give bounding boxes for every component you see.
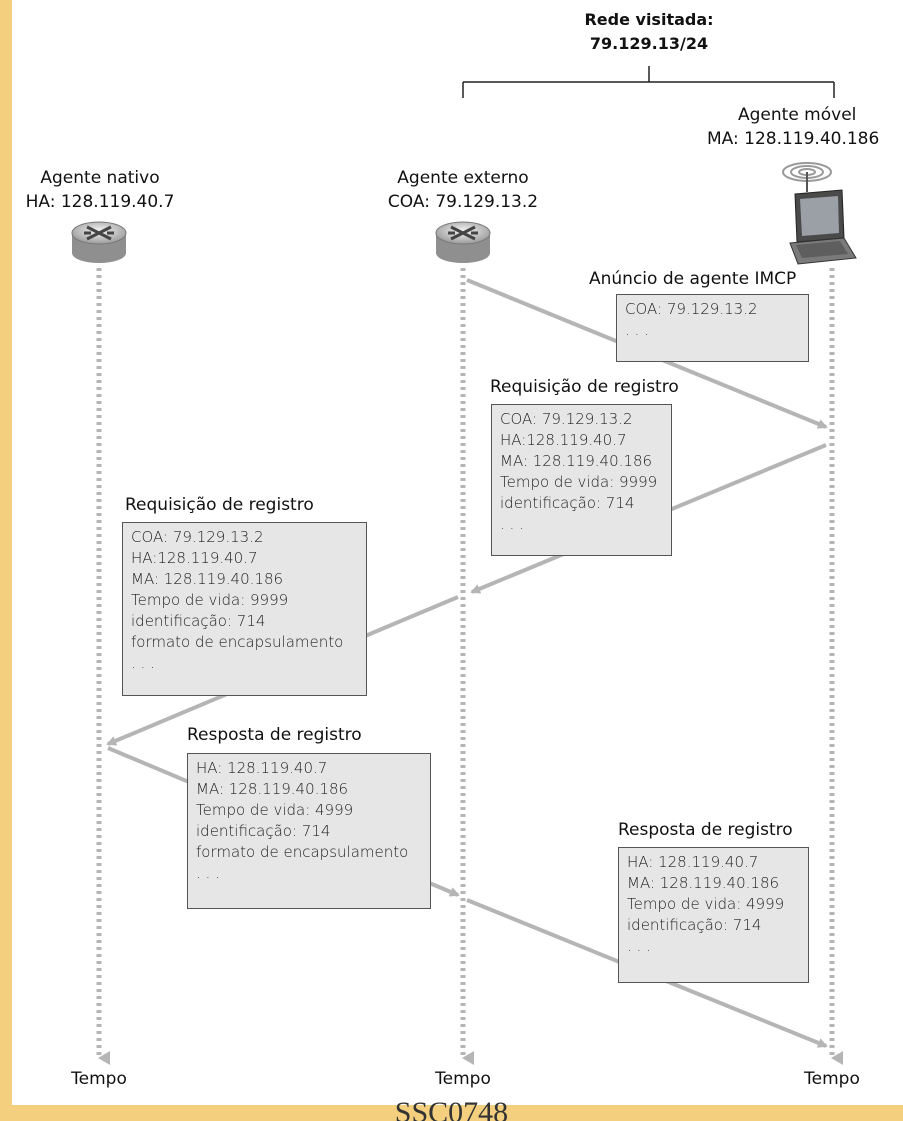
message-box: COA: 79.129.13.2 . . . — [616, 294, 809, 362]
message-field: COA: 79.129.13.2 — [500, 410, 633, 428]
message-field: Tempo de vida: 4999 — [627, 895, 785, 913]
time-label-home: Tempo — [71, 1069, 127, 1089]
message-field: identificação: 714 — [196, 822, 331, 840]
message-field: identificação: 714 — [500, 494, 635, 512]
wireless-signal-icon — [782, 162, 832, 192]
message-box: HA: 128.119.40.7 MA: 128.119.40.186 Temp… — [187, 753, 431, 909]
message-field: formato de encapsulamento — [196, 843, 409, 861]
message-field: COA: 79.129.13.2 — [625, 300, 758, 318]
message-title: Resposta de registro — [618, 820, 793, 840]
message-field: COA: 79.129.13.2 — [131, 528, 264, 546]
timelines — [96, 268, 843, 1065]
network-bracket — [462, 66, 835, 98]
message-field: . . . — [131, 654, 155, 672]
message-box: HA: 128.119.40.7 MA: 128.119.40.186 Temp… — [618, 847, 809, 983]
message-field: . . . — [500, 515, 524, 533]
message-title: Requisição de registro — [490, 377, 679, 397]
message-field: MA: 128.119.40.186 — [500, 452, 653, 470]
message-field: MA: 128.119.40.186 — [131, 570, 284, 588]
network-title: Rede visitada: — [584, 10, 714, 29]
diagram-graphics — [71, 66, 857, 1065]
message-title: Requisição de registro — [125, 495, 314, 515]
router-icon — [435, 221, 491, 263]
slide-footer: SSC0748 — [394, 1098, 509, 1121]
foreign-agent-address: COA: 79.129.13.2 — [387, 192, 539, 212]
message-box: COA: 79.129.13.2 HA:128.119.40.7 MA: 128… — [491, 404, 672, 556]
foreign-agent-name: Agente externo — [397, 168, 529, 188]
message-field: . . . — [196, 864, 220, 882]
message-field: . . . — [627, 937, 651, 955]
message-title: Anúncio de agente IMCP — [589, 269, 797, 289]
home-agent-address: HA: 128.119.40.7 — [25, 192, 175, 212]
message-field: HA:128.119.40.7 — [500, 431, 627, 449]
time-label-mobile: Tempo — [804, 1069, 860, 1089]
message-field: HA: 128.119.40.7 — [627, 853, 759, 871]
message-field: HA:128.119.40.7 — [131, 549, 258, 567]
router-icon — [71, 221, 127, 263]
message-field: Tempo de vida: 9999 — [500, 473, 658, 491]
message-field: Tempo de vida: 4999 — [196, 801, 354, 819]
message-title: Resposta de registro — [187, 725, 362, 745]
mobile-agent-address: MA: 128.119.40.186 — [707, 129, 880, 149]
message-field: formato de encapsulamento — [131, 633, 344, 651]
message-field: identificação: 714 — [627, 916, 762, 934]
message-field: MA: 128.119.40.186 — [627, 874, 780, 892]
message-field: . . . — [625, 321, 649, 339]
diagram-panel: Rede visitada: 79.129.13/24 Agente nativ… — [12, 0, 903, 1105]
network-subnet: 79.129.13/24 — [589, 34, 709, 53]
mobile-agent-name: Agente móvel — [738, 105, 857, 125]
message-field: Tempo de vida: 9999 — [131, 591, 289, 609]
message-field: identificação: 714 — [131, 612, 266, 630]
message-field: MA: 128.119.40.186 — [196, 780, 349, 798]
message-box: COA: 79.129.13.2 HA:128.119.40.7 MA: 128… — [122, 522, 367, 696]
time-label-foreign: Tempo — [435, 1069, 491, 1089]
home-agent-name: Agente nativo — [40, 168, 160, 188]
laptop-icon — [789, 189, 857, 265]
message-field: HA: 128.119.40.7 — [196, 759, 328, 777]
